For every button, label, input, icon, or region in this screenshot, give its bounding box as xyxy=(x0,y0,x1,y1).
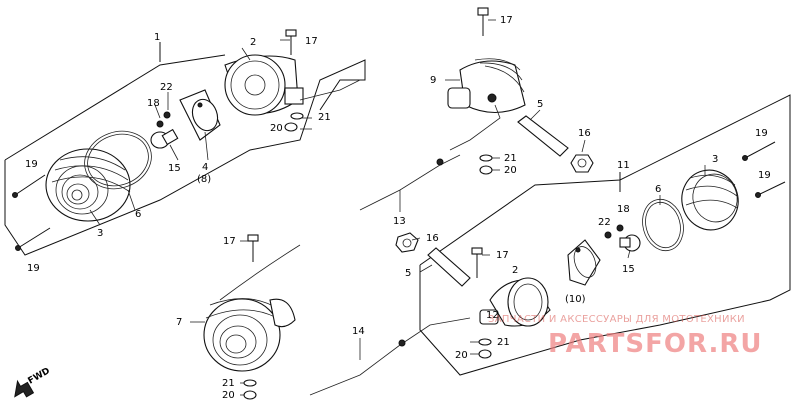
callout-1: 1 xyxy=(154,32,160,43)
fwd-arrow: FWD xyxy=(14,366,52,398)
leader-lines xyxy=(89,19,706,396)
callout-7: 7 xyxy=(176,317,182,328)
bolt-17-left-top xyxy=(285,29,297,55)
callout-8-paren: (8) xyxy=(197,174,211,185)
callout-17-bottom-left: 17 xyxy=(223,236,236,247)
callout-19-right-lower: 19 xyxy=(758,170,771,181)
callout-5-upper: 5 xyxy=(537,99,543,110)
watermark-caption: ЗАПЧАСТИ И АКСЕССУАРЫ ДЛЯ МОТОТЕХНИКИ xyxy=(488,314,745,325)
screw-19-right-upper xyxy=(742,141,776,161)
nuts-20-21-left xyxy=(284,112,304,132)
callout-21-middle: 21 xyxy=(504,153,517,164)
screw-19-right-lower xyxy=(755,181,786,198)
callout-3-right: 3 xyxy=(712,154,718,165)
watermark-brand: PARTSFOR.RU xyxy=(548,329,762,359)
callout-18-left: 18 xyxy=(147,98,160,109)
callout-22-right: 22 xyxy=(598,217,611,228)
frame-assembly-11 xyxy=(419,94,791,376)
watermark: ЗАПЧАСТИ И АКСЕССУАРЫ ДЛЯ МОТОТЕХНИКИ PA… xyxy=(488,314,762,359)
callout-5-lower: 5 xyxy=(405,268,411,279)
socket-4-left xyxy=(179,89,221,141)
bolt-17-top-middle xyxy=(477,7,489,36)
housing-9 xyxy=(447,58,526,151)
callout-12: 12 xyxy=(486,310,499,321)
callout-10-paren: (10) xyxy=(565,294,586,305)
callout-16-upper: 16 xyxy=(578,128,591,139)
callout-22-left: 22 xyxy=(160,82,173,93)
callout-17-right: 17 xyxy=(496,250,509,261)
lens-7 xyxy=(203,244,301,372)
callout-9: 9 xyxy=(430,75,436,86)
callout-14: 14 xyxy=(352,326,365,337)
callout-20-middle: 20 xyxy=(504,165,517,176)
lens-3-right xyxy=(681,169,739,231)
housing-2-right xyxy=(479,277,551,327)
callout-20-right: 20 xyxy=(455,350,468,361)
callout-3-left: 3 xyxy=(97,228,103,239)
callout-17-top: 17 xyxy=(500,15,513,26)
callout-6-left: 6 xyxy=(135,209,141,220)
callout-6-right: 6 xyxy=(655,184,661,195)
callout-18-right: 18 xyxy=(617,204,630,215)
screw-19-left-lower xyxy=(15,227,51,251)
frame-assembly-1 xyxy=(4,42,366,256)
callout-2-right: 2 xyxy=(512,265,518,276)
screw-19-left-upper xyxy=(12,174,46,198)
bolt-17-right-middle xyxy=(471,247,483,278)
nuts-20-21-right xyxy=(478,338,492,359)
socket-10-right xyxy=(567,239,601,286)
cable-14 xyxy=(309,317,471,396)
callout-15-right: 15 xyxy=(622,264,635,275)
callout-20-bottom-left: 20 xyxy=(222,390,235,401)
nuts-20-21-bottom-left xyxy=(243,379,257,400)
callout-2-left: 2 xyxy=(250,37,256,48)
callout-21-bottom-left: 21 xyxy=(222,378,235,389)
bulb-15-left xyxy=(150,128,179,149)
nut-16-lower xyxy=(395,232,419,253)
gasket-6-right xyxy=(642,198,684,252)
callout-13: 13 xyxy=(393,216,406,227)
washer-18-22-left xyxy=(156,111,171,128)
callout-20-left: 20 xyxy=(270,123,283,134)
callout-16-lower: 16 xyxy=(426,233,439,244)
washer-18-22-right xyxy=(604,224,624,239)
callout-21-left: 21 xyxy=(318,112,331,123)
bolt-17-bottom-left xyxy=(247,234,259,262)
callout-19-right-upper: 19 xyxy=(755,128,768,139)
callout-19-left-upper: 19 xyxy=(25,159,38,170)
callout-21-right: 21 xyxy=(497,337,510,348)
gasket-6-left xyxy=(84,130,152,190)
callout-15-left: 15 xyxy=(168,163,181,174)
nut-16-upper xyxy=(570,154,594,173)
stay-5-lower xyxy=(427,247,471,287)
callout-11: 11 xyxy=(617,160,630,171)
stay-5-upper xyxy=(517,115,569,157)
housing-2-left xyxy=(224,54,361,116)
bulb-15-right xyxy=(619,234,641,252)
callout-labels: 1 2 17 22 18 15 4 (8) 21 20 19 6 3 19 17… xyxy=(25,15,771,401)
callout-4: 4 xyxy=(202,162,208,173)
nuts-20-21-middle xyxy=(479,154,493,175)
fwd-label: FWD xyxy=(27,366,52,386)
callout-17-left: 17 xyxy=(305,36,318,47)
callout-19-left-lower: 19 xyxy=(27,263,40,274)
cable-13 xyxy=(359,154,461,211)
